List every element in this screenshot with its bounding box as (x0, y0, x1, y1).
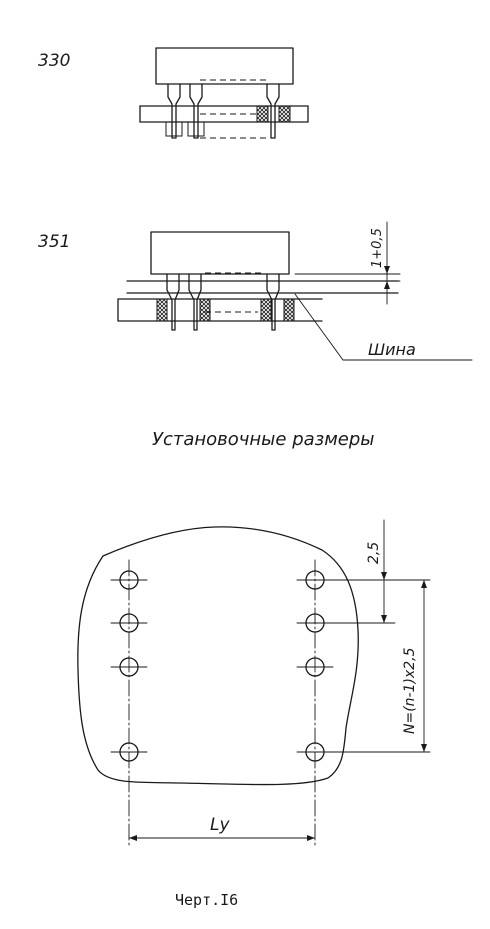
hole-column-left (110, 559, 148, 847)
gap-dimension-value: 1+0,5 (370, 228, 385, 268)
board-outline (77, 526, 359, 786)
hole-column-right (296, 559, 334, 847)
section-title: Установочные размеры (152, 429, 375, 450)
component-body (155, 47, 294, 85)
pin-right (266, 273, 280, 331)
width-dimension-label: Lу (210, 815, 230, 835)
figure-330-label: 330 (38, 51, 70, 71)
hidden-lines (205, 272, 262, 313)
gap-dimension-lines (294, 221, 401, 305)
span-dimension-formula: N=(n-1)x2,5 (402, 647, 418, 734)
bus-label: Шина (368, 340, 416, 359)
gap-dimension-arrows (384, 266, 390, 289)
figure-330: 330 (38, 47, 309, 139)
pitch-dimension-value: 2,5 (366, 542, 382, 564)
figure-351: 351 1+0,5 Шина (38, 221, 473, 361)
dimension-extension-lines (332, 579, 431, 753)
bus-leader-line (294, 293, 473, 361)
pin-left-2 (187, 83, 205, 139)
figure-caption: Черт.I6 (175, 891, 238, 909)
mounting-pattern: 2,5 N=(n-1)x2,5 Lу (77, 519, 431, 847)
pin-left-2 (188, 273, 202, 331)
pin-left-1 (165, 83, 183, 139)
board-edges (139, 105, 309, 123)
component-body (150, 231, 290, 275)
hidden-lines (200, 79, 268, 139)
figure-351-label: 351 (38, 232, 70, 252)
pin-left-1 (166, 273, 180, 331)
pin-right (256, 83, 291, 139)
